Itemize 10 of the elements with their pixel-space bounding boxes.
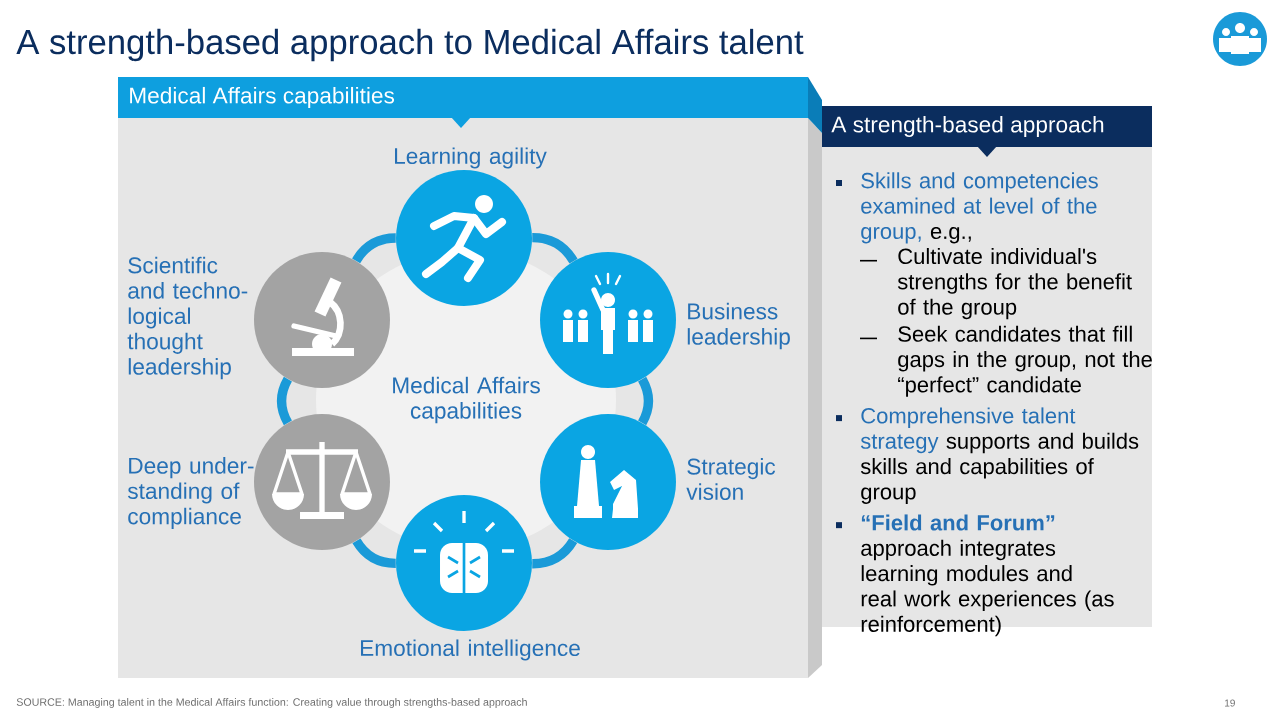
bullet-text: “Field and Forum” approach integrates learning modules and real work experiences (as reinforcement) xyxy=(861,514,1114,637)
bullet-text: Comprehensive talent strategy supports and builds skills and capabilities of group xyxy=(860,407,1139,504)
title: A strength-based approach to Medical Affairs talent xyxy=(16,28,804,62)
header-band: Medical Affairs capabilities xyxy=(118,77,822,133)
source-note: SOURCE: Managing talent in the Medical Affairs function: Creating value through strengths-based approach xyxy=(16,698,527,708)
bullet-text: Skills and competencies examined at level of the group, e.g., xyxy=(861,172,1098,244)
header-band: A strength-based approach xyxy=(822,106,1152,157)
page-number: 19 xyxy=(1225,699,1235,707)
bullet-text: Cultivate individual's strengths for the benefit of the group xyxy=(897,248,1132,320)
bullet-text: Seek candidates that fill gaps in the group, not the “perfect” candidate xyxy=(898,325,1152,397)
